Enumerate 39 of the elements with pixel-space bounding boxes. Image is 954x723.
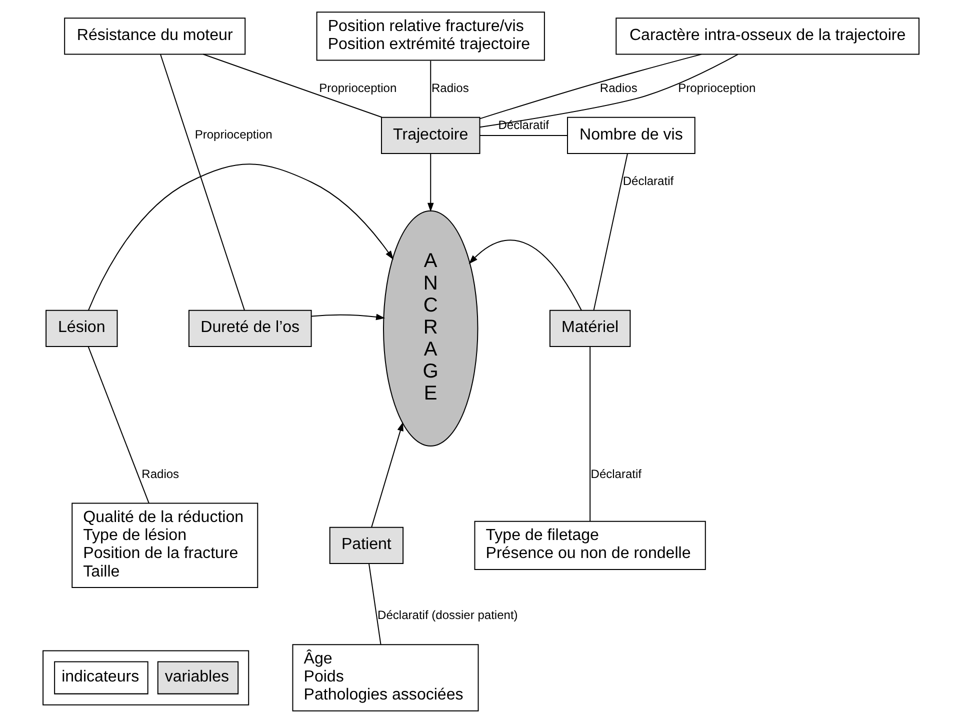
- node-box: Position relative fracture/vis Position extrémité trajectoire: [316, 12, 545, 61]
- connector: [160, 54, 245, 310]
- connector: [368, 564, 382, 645]
- connector: [480, 134, 568, 136]
- connector: [590, 346, 591, 521]
- edge-label: Déclaratif: [498, 118, 550, 132]
- edge-label: Proprioception: [678, 80, 756, 95]
- connector: [480, 54, 738, 128]
- arrow: [427, 154, 434, 212]
- node-box: Caractère intra-osseux de la trajectoire: [616, 18, 920, 55]
- node-box: Nombre de vis: [567, 116, 696, 154]
- node-box: Qualité de la réduction Type de lésion Position de la fracture Taille: [72, 502, 258, 588]
- node-box: Trajectoire: [380, 116, 480, 154]
- arrow: [371, 422, 404, 528]
- node-box: Type de filetage Présence ou non de rondelle: [474, 520, 706, 570]
- connector: [430, 60, 432, 118]
- arrow: [88, 164, 394, 310]
- node-box: Matériel: [549, 310, 631, 347]
- node-box: Dureté de l’os: [188, 310, 312, 347]
- edge-label: Déclaratif: [590, 466, 642, 481]
- edge-label: Radios: [431, 80, 469, 95]
- node-box: Lésion: [46, 310, 118, 347]
- connector: [593, 154, 628, 310]
- edge-label: Proprioception: [194, 128, 272, 142]
- arrow: [311, 314, 386, 320]
- edge-label: Déclaratif (dossier patient): [378, 608, 518, 622]
- node-box: Résistance du moteur: [64, 18, 246, 55]
- connector: [480, 54, 702, 120]
- edge-label: Proprioception: [319, 80, 397, 95]
- edge-label: Radios: [142, 466, 180, 481]
- edge-label: Déclaratif: [622, 174, 674, 188]
- node-box: Patient: [329, 526, 404, 564]
- connector: [203, 54, 382, 118]
- node-box: Âge Poids Pathologies associées: [292, 644, 479, 712]
- legend-label: indicateurs: [62, 668, 140, 686]
- edge-label: Radios: [600, 80, 638, 95]
- legend-label: variables: [164, 668, 230, 686]
- arrow: [468, 240, 582, 310]
- connector: [88, 346, 150, 504]
